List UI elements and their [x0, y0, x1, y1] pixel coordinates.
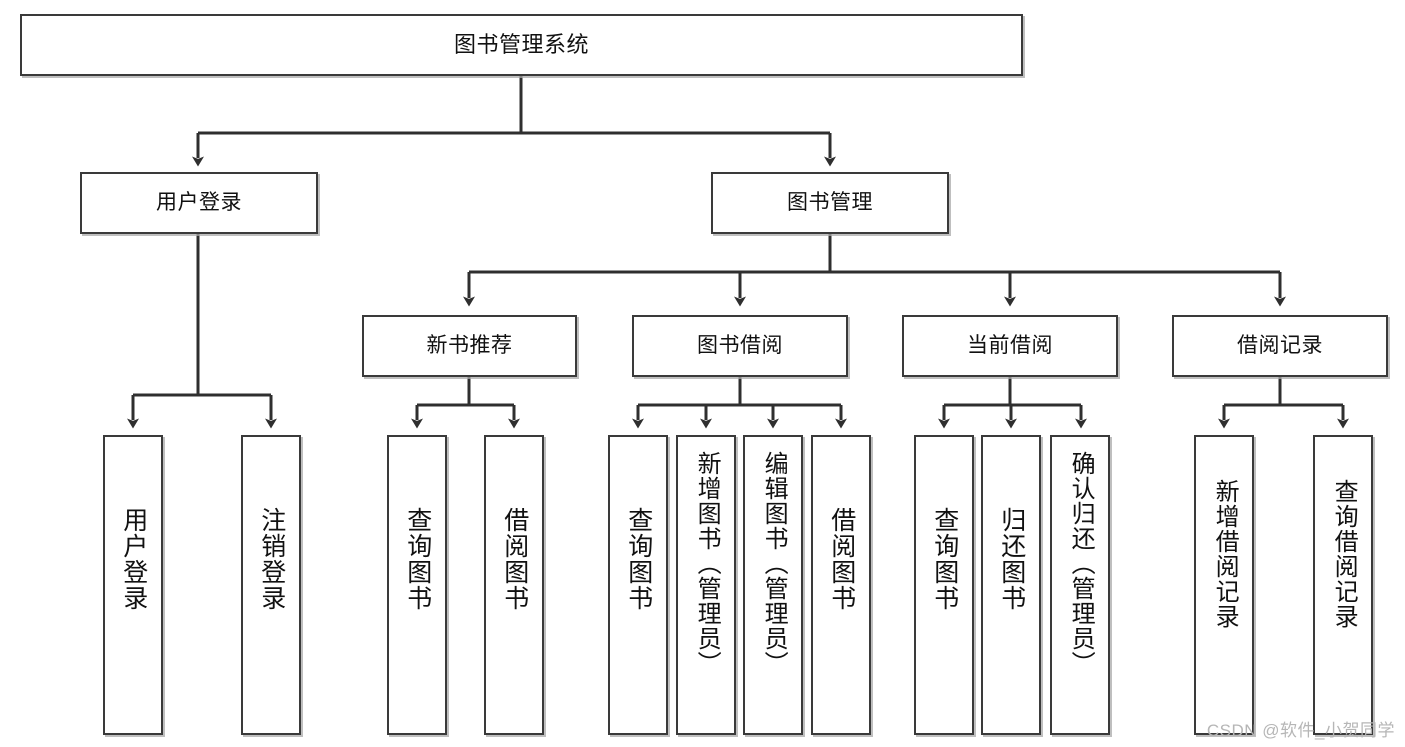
node-leaf-query-book-3[interactable]: 查询图书: [914, 435, 974, 735]
node-leaf-edit-book[interactable]: 编辑图书（管理员）: [743, 435, 803, 735]
node-label: 确认归还（管理员）: [1067, 451, 1095, 676]
node-leaf-query-book-2[interactable]: 查询图书: [608, 435, 668, 735]
node-leaf-confirm-return[interactable]: 确认归还（管理员）: [1050, 435, 1110, 735]
node-label: 图书管理: [787, 191, 873, 215]
node-borrow-record[interactable]: 借阅记录: [1172, 315, 1388, 377]
node-leaf-logout-login[interactable]: 注销登录: [241, 435, 301, 735]
node-label: 新书推荐: [426, 334, 513, 358]
node-label: 查询图书: [930, 507, 959, 611]
node-label: 用户登录: [156, 191, 242, 215]
node-label: 归还图书: [997, 507, 1026, 611]
node-label: 查询图书: [403, 507, 432, 611]
node-label: 新增图书（管理员）: [693, 451, 721, 676]
node-label: 查询借阅记录: [1330, 479, 1358, 629]
node-label: 注销登录: [257, 507, 286, 611]
node-label: 查询图书: [624, 507, 653, 611]
node-user-login[interactable]: 用户登录: [80, 172, 318, 234]
node-leaf-borrow-book-2[interactable]: 借阅图书: [811, 435, 871, 735]
node-leaf-borrow-book-1[interactable]: 借阅图书: [484, 435, 544, 735]
watermark-text: CSDN @软件_小贺同学: [1206, 721, 1395, 740]
node-book-manage[interactable]: 图书管理: [711, 172, 949, 234]
node-label: 编辑图书（管理员）: [760, 451, 788, 676]
node-current-borrow[interactable]: 当前借阅: [902, 315, 1118, 377]
node-leaf-return-book[interactable]: 归还图书: [981, 435, 1041, 735]
node-leaf-add-borrow-record[interactable]: 新增借阅记录: [1194, 435, 1254, 735]
node-label: 当前借阅: [967, 334, 1053, 358]
node-label: 用户登录: [119, 507, 148, 611]
node-label: 借阅记录: [1237, 334, 1323, 358]
node-root-system[interactable]: 图书管理系统: [20, 14, 1023, 76]
node-label: 新增借阅记录: [1211, 479, 1239, 629]
node-label: 图书管理系统: [453, 31, 589, 57]
node-leaf-add-book[interactable]: 新增图书（管理员）: [676, 435, 736, 735]
node-leaf-query-borrow-record[interactable]: 查询借阅记录: [1313, 435, 1373, 735]
node-leaf-query-book-1[interactable]: 查询图书: [387, 435, 447, 735]
node-label: 借阅图书: [827, 507, 856, 611]
node-leaf-user-login[interactable]: 用户登录: [103, 435, 163, 735]
node-new-book-recommend[interactable]: 新书推荐: [362, 315, 577, 377]
node-book-borrow[interactable]: 图书借阅: [632, 315, 848, 377]
node-label: 图书借阅: [697, 334, 783, 358]
node-label: 借阅图书: [500, 507, 529, 611]
